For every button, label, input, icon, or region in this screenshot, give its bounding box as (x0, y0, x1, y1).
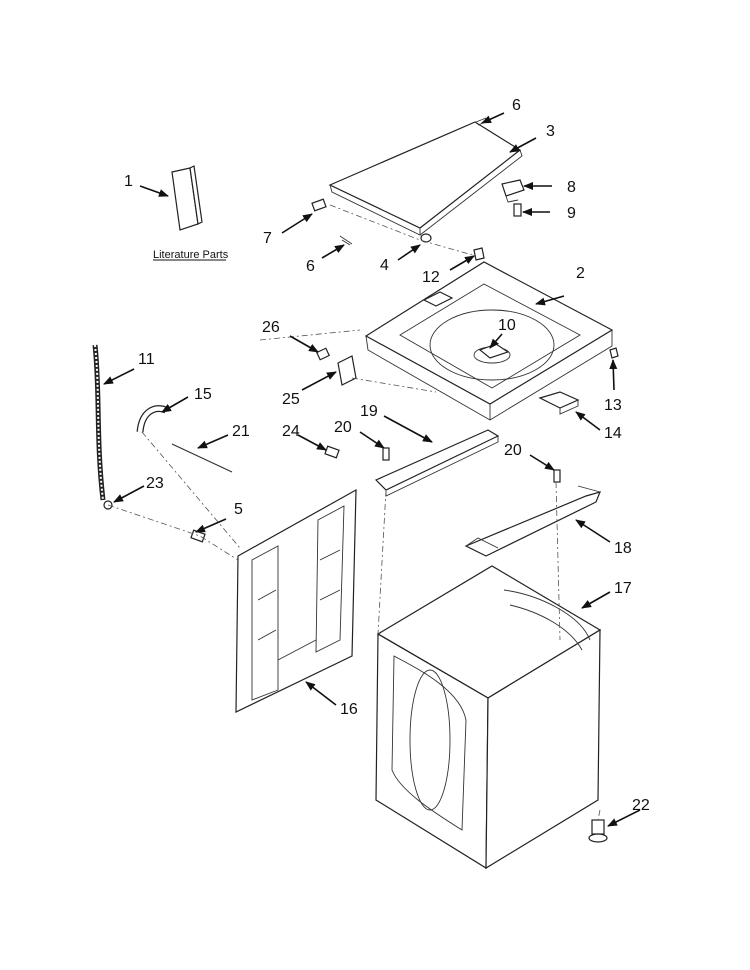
callout-20-left: 20 (334, 419, 352, 436)
rear-bracket-18 (464, 485, 602, 557)
hinge-pin-bottom (339, 235, 353, 246)
screw-20a (382, 447, 390, 461)
callout-20-right: 20 (504, 442, 522, 459)
callout-6-bottom: 6 (306, 258, 315, 275)
literature-booklet (171, 165, 203, 231)
callout-2: 2 (576, 265, 585, 282)
callout-21: 21 (232, 423, 250, 440)
callout-12: 12 (422, 269, 440, 286)
callout-24: 24 (282, 423, 300, 440)
clip-12 (473, 247, 485, 261)
callout-10: 10 (498, 317, 516, 334)
callout-15: 15 (194, 386, 212, 403)
callout-5: 5 (234, 501, 243, 518)
lid-switch-8 (501, 179, 525, 203)
screw-24 (324, 445, 340, 459)
screw-26 (315, 347, 331, 361)
screw-7 (311, 198, 327, 212)
callout-23: 23 (146, 475, 164, 492)
top-lid (328, 121, 523, 236)
front-bracket-19 (374, 429, 500, 497)
callout-6-top: 6 (512, 97, 521, 114)
callout-4: 4 (380, 257, 389, 274)
callout-9: 9 (567, 205, 576, 222)
callout-13: 13 (604, 397, 622, 414)
screw-9 (513, 203, 522, 217)
callout-19: 19 (360, 403, 378, 420)
top-panel (364, 261, 614, 421)
screw-20b (553, 469, 561, 483)
callout-11: 11 (138, 351, 155, 368)
callout-25: 25 (282, 391, 300, 408)
callout-17: 17 (614, 580, 632, 597)
callout-1: 1 (124, 173, 133, 190)
bracket-25 (337, 355, 357, 386)
callout-3: 3 (546, 123, 555, 140)
callout-arrows (103, 112, 641, 827)
clip-13 (609, 347, 619, 359)
callout-14: 14 (604, 425, 622, 442)
lock-assembly-14 (538, 391, 580, 415)
callout-7: 7 (263, 230, 272, 247)
assembly-lines (107, 204, 601, 821)
callout-labels: 1 2 3 4 5 6 6 7 8 9 10 11 12 13 14 15 16… (124, 97, 650, 814)
callout-18: 18 (614, 540, 632, 557)
rear-panel-16 (235, 488, 357, 713)
leveling-foot-22 (588, 819, 608, 843)
callout-8: 8 (567, 179, 576, 196)
callout-26: 26 (262, 319, 280, 336)
callout-22: 22 (632, 797, 650, 814)
literature-parts-label: Literature Parts (153, 249, 229, 261)
cabinet-17 (375, 565, 602, 870)
rod-21 (171, 443, 233, 473)
callout-16: 16 (340, 701, 358, 718)
